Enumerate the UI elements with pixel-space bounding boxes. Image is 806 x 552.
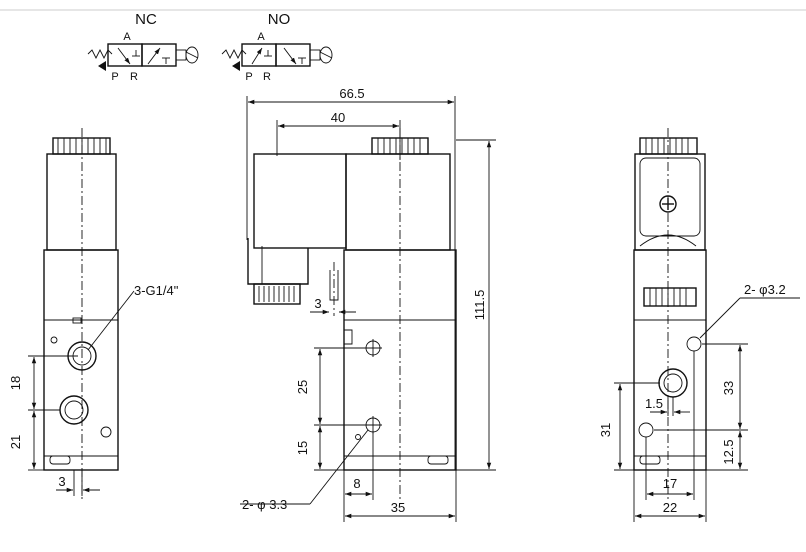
no-box-right [275,43,311,67]
svg-text:31: 31 [598,423,613,437]
right-mount-hole-lower [638,422,654,438]
nc-exhaust-icon [98,61,106,71]
nc-label: NC [135,11,157,28]
left-body [43,249,119,471]
svg-text:66.5: 66.5 [339,86,364,101]
svg-text:22: 22 [663,500,677,515]
nc-box-right [141,43,177,67]
svg-text:3: 3 [314,296,321,311]
left-side-view: 3-G1/4" 18 21 3 [8,128,179,500]
connector-housing [253,153,347,249]
right-port [658,368,688,398]
port-thread-label: 3-G1/4" [134,283,179,298]
right-nut [643,287,697,307]
svg-text:A: A [123,31,131,43]
left-port-lower [59,395,89,425]
connector-nut [253,283,301,305]
svg-text:40: 40 [331,110,345,125]
svg-text:R: R [263,71,271,83]
svg-text:P: P [111,71,118,83]
no-exhaust-icon [232,61,240,71]
svg-text:17: 17 [663,476,677,491]
nc-solenoid-icon [185,46,199,64]
mount-holes-right-label: 2- φ3.2 [744,282,786,297]
right-side-view: 2- φ3.2 33 12.5 31 1.5 17 22 [598,128,800,522]
svg-text:21: 21 [8,435,23,449]
svg-text:12.5: 12.5 [721,439,736,464]
svg-text:8: 8 [353,476,360,491]
right-mount-hole-upper [686,336,702,352]
mount-holes-mid-label: 2- φ 3.3 [242,497,287,512]
left-knob [52,137,111,155]
no-solenoid-icon [319,46,333,64]
svg-text:R: R [130,71,138,83]
front-coil [345,153,451,251]
svg-text:18: 18 [8,376,23,390]
left-coil [46,153,117,251]
svg-text:A: A [257,31,265,43]
front-view: 66.5 40 [240,86,496,522]
no-symbol: NO A P R [221,11,333,83]
svg-text:111.5: 111.5 [472,290,487,321]
svg-text:P: P [245,71,252,83]
nc-symbol: NC A P R [87,11,199,83]
no-box-left [241,43,277,67]
svg-text:33: 33 [721,381,736,395]
svg-text:15: 15 [295,441,310,455]
svg-text:3: 3 [58,474,65,489]
right-connector [639,157,701,237]
svg-text:35: 35 [391,500,405,515]
right-body [633,249,707,471]
svg-text:25: 25 [295,380,310,394]
svg-text:1.5: 1.5 [645,396,663,411]
no-label: NO [268,11,291,28]
nc-box-left [107,43,143,67]
